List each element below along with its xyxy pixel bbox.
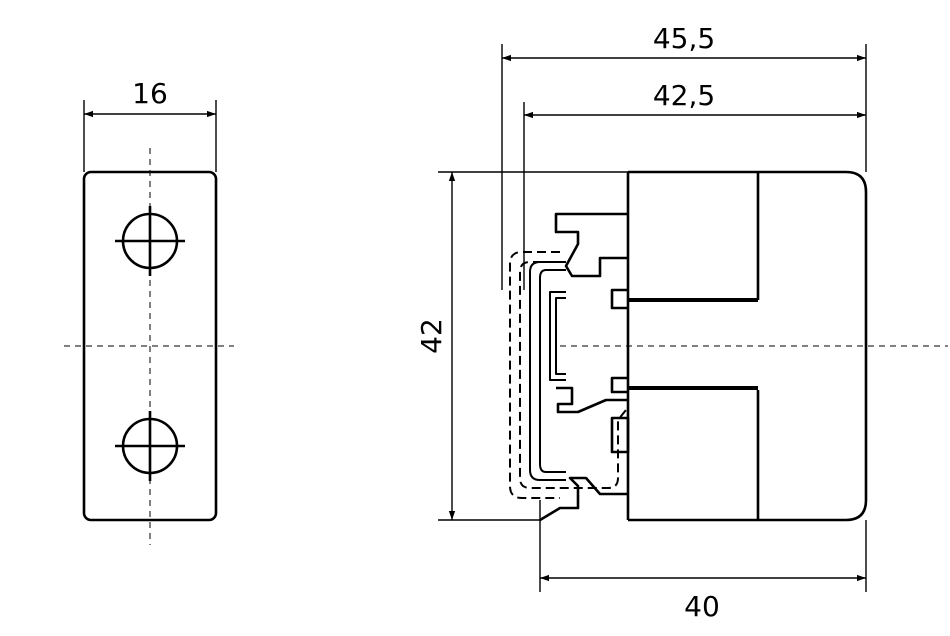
dimension-label-42: 42 — [415, 318, 448, 354]
dimension-label-42-5: 42,5 — [653, 79, 715, 112]
rail-foot — [539, 476, 628, 522]
dimension-total-depth: 45,5 — [501, 22, 867, 290]
mounting-hole-top — [115, 206, 185, 276]
dimension-inner-depth: 42,5 — [523, 79, 866, 290]
latch-notch — [610, 416, 630, 454]
dimension-label-40: 40 — [684, 590, 720, 623]
mounting-hole-bottom — [115, 411, 185, 481]
din-rail — [529, 261, 566, 481]
dimension-side-width: 16 — [83, 77, 217, 172]
dimension-label-16: 16 — [132, 77, 168, 110]
hidden-outline-outer — [509, 251, 560, 499]
dimension-height: 42 — [415, 171, 628, 521]
dimension-base-depth: 40 — [539, 500, 867, 623]
dimension-label-45-5: 45,5 — [653, 22, 715, 55]
side-view: 16 — [64, 77, 234, 545]
hidden-outline-inner — [519, 261, 627, 489]
housing-body — [628, 170, 868, 522]
front-view: 45,5 42,5 42 40 — [415, 22, 948, 623]
clamp-profile — [554, 212, 628, 414]
